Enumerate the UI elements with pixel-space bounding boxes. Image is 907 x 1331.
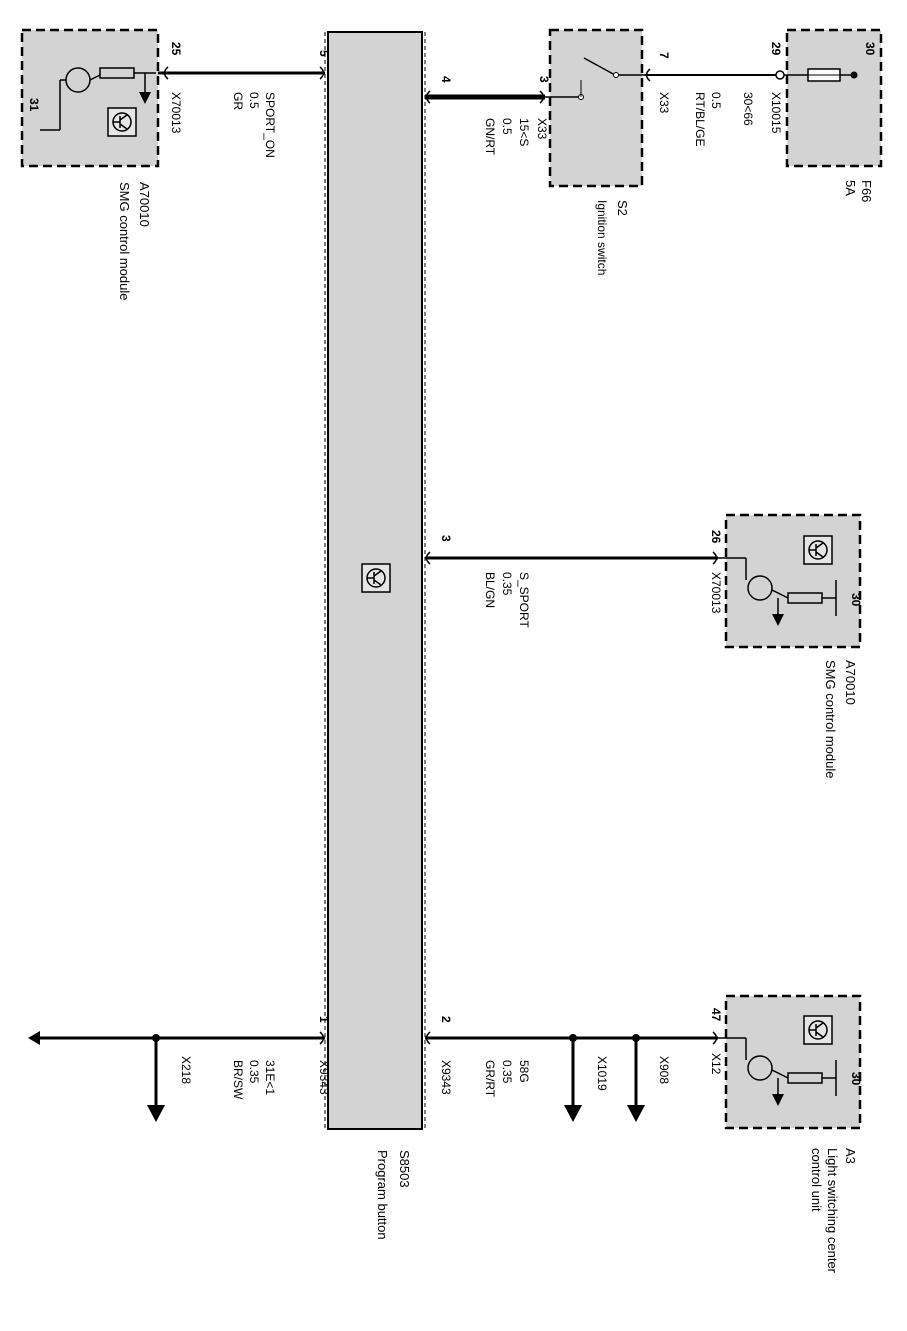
wire-58g-connector: X9343	[439, 1060, 453, 1095]
wire-30-66-connector-sw: X33	[657, 92, 671, 114]
s8503-pin3: 3	[439, 535, 453, 542]
smg-mid-id: A70010	[843, 660, 858, 705]
lscu-connector: X12	[709, 1053, 723, 1075]
wire-31e-color: BR/SW	[231, 1060, 245, 1100]
smg-top-pin31: 31	[27, 98, 41, 112]
wire-30-66-color: RT/BL/GE	[693, 92, 707, 146]
module-icon	[803, 1015, 833, 1045]
smg-mid-pin: 26	[709, 530, 723, 544]
module-icon	[803, 535, 833, 565]
ignition-switch-name: Ignition switch	[595, 200, 609, 275]
switch-pin3: 3	[537, 76, 551, 83]
fuse-pin30: 30	[863, 42, 877, 56]
wire-30-66-circuit: 30<66	[741, 92, 755, 126]
ignition-switch-box	[545, 28, 645, 188]
lscu-pin30: 30	[849, 1072, 863, 1086]
wire-30-66-gauge: 0.5	[709, 92, 723, 109]
wire-15s-circuit: 15<S	[517, 118, 531, 146]
smg-top-name: SMG control module	[117, 182, 132, 301]
wire-s-sport-color: BL/GN	[483, 572, 497, 608]
s8503-pin1: 1	[317, 1016, 331, 1023]
wire-s-sport-signal: S_SPORT	[517, 572, 531, 628]
switch-pin7: 7	[657, 52, 671, 59]
smg-top-pin: 25	[169, 42, 183, 56]
wire-31e-branch: X218	[179, 1056, 193, 1084]
lscu-id: A3	[843, 1148, 858, 1164]
lscu-box	[718, 994, 862, 1130]
fuse-id: F66	[859, 180, 874, 202]
lscu-name-line2: control unit	[809, 1148, 824, 1212]
wire-31e-gauge: 0.35	[247, 1060, 261, 1084]
module-icon	[107, 107, 137, 137]
wire-58g-circuit: 58G	[517, 1060, 531, 1083]
fuse-pin29: 29	[769, 42, 783, 56]
wire-sport-on-gauge: 0.5	[247, 92, 261, 109]
s8503-pin5: 5	[317, 50, 331, 57]
connector-arcs	[163, 66, 718, 1045]
program-button-box	[324, 31, 426, 1130]
program-button-name: Program button	[375, 1150, 390, 1240]
smg-mid-connector: X70013	[709, 572, 723, 614]
wire-58g-color: GR/RT	[483, 1060, 497, 1098]
wire-sport-on-color: GR	[231, 92, 245, 110]
smg-mid-pin30: 30	[849, 593, 863, 607]
program-button-id: S8503	[397, 1150, 412, 1188]
smg-top-id: A70010	[137, 182, 152, 227]
wire-30-66-connector-fuse: X10015	[769, 92, 783, 134]
wire-31e-circuit: 31E<1	[263, 1060, 277, 1095]
wire-15s-gauge: 0.5	[500, 118, 514, 135]
wire-15s-connector: X33	[535, 118, 549, 140]
wire-15s-color: GN/RT	[483, 118, 497, 156]
lscu-pin: 47	[709, 1008, 723, 1022]
s8503-pin2: 2	[439, 1016, 453, 1023]
wire-31e-connector: X9343	[317, 1060, 331, 1095]
module-icon	[361, 563, 391, 593]
wire-58g-gauge: 0.35	[500, 1060, 514, 1084]
fuse-rating: 5A	[843, 180, 858, 196]
ignition-switch-id: S2	[615, 200, 630, 216]
smg-top-connector: X70013	[169, 92, 183, 134]
smg-module-top-box	[20, 28, 160, 168]
wire-s-sport-gauge: 0.35	[500, 572, 514, 596]
s8503-pin4: 4	[439, 76, 453, 83]
wire-58g-branch2: X908	[657, 1056, 671, 1084]
lscu-name-line1: Light switching center	[825, 1148, 840, 1274]
wire-sport-on-signal: SPORT_ON	[263, 92, 277, 158]
fuse-box	[784, 28, 883, 168]
wire-58g-branch1: X1019	[595, 1056, 609, 1091]
smg-mid-name: SMG control module	[823, 660, 838, 779]
smg-module-mid-box	[718, 513, 862, 649]
